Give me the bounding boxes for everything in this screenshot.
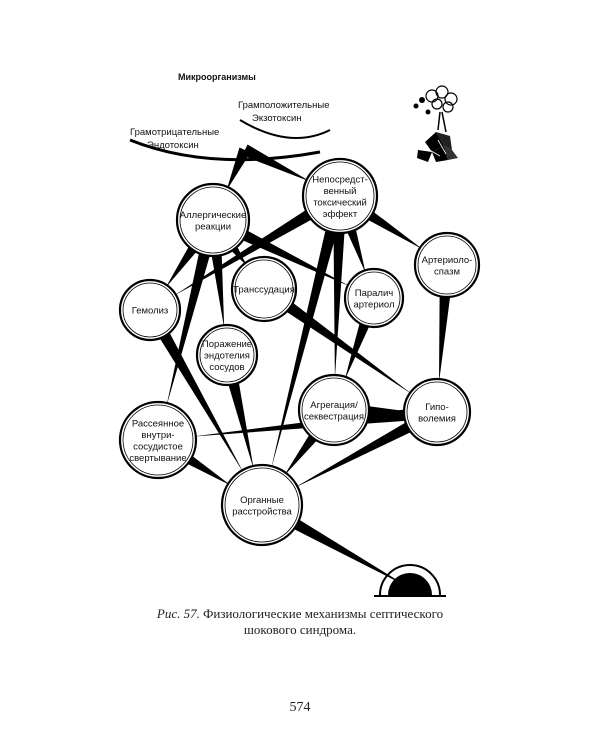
- node-organ-label-line: расстройства: [232, 506, 292, 517]
- edge-source-to-direct: [242, 144, 310, 182]
- edge-paralysis-to-aggregation: [344, 312, 374, 381]
- node-paralysis-label-line: Паралич: [355, 288, 394, 299]
- microorganisms-arc: [129, 138, 321, 162]
- node-hemolysis-label-line: Гемолиз: [132, 306, 169, 317]
- node-paralysis-label-line: артериол: [353, 299, 394, 310]
- node-allergic-inner-ring: [179, 186, 247, 254]
- node-transudation-circle: [230, 255, 298, 323]
- microorganisms-arc-right: [239, 119, 331, 139]
- gram-negative-label-line1: Грамотрицательные: [130, 127, 219, 138]
- node-transudation-inner-ring: [234, 259, 294, 319]
- node-direct-label-line: венный: [324, 186, 357, 197]
- node-paralysis-circle: [343, 267, 405, 329]
- page-number: 574: [289, 700, 311, 715]
- node-direct-label-line: токсический: [313, 197, 367, 208]
- node-endothelium-label-line: эндотелия: [204, 351, 250, 362]
- edge-endothelium-to-organ: [225, 371, 254, 470]
- node-hemolysis-circle: [118, 278, 182, 342]
- edge-direct-to-organ: [270, 216, 341, 471]
- node-endothelium-inner-ring: [199, 327, 255, 383]
- edge-organ-to-outcome: [280, 511, 410, 588]
- node-aggregation-label-line: Агрегация/: [310, 400, 358, 411]
- node-paralysis-inner-ring: [347, 271, 401, 325]
- gram-negative-label-line2: Эндотоксин: [147, 140, 199, 151]
- edge-arteriolospasm-to-hypovolemia: [439, 283, 452, 383]
- node-hypovolemia-inner-ring: [406, 381, 468, 443]
- node-organ-circle: [220, 463, 304, 547]
- edge-transudation-to-hypovolemia: [276, 295, 413, 395]
- edge-hypovolemia-to-organ: [293, 416, 423, 489]
- crystal-cluster-icon: [417, 132, 458, 162]
- node-dic-label-line: Рассеянное: [132, 418, 184, 429]
- node-aggregation: Агрегация/секвестрация: [297, 373, 371, 447]
- edge-direct-to-aggregation: [333, 218, 346, 379]
- node-endothelium-circle: [195, 323, 259, 387]
- outcome-dome-icon: [374, 564, 446, 597]
- node-aggregation-inner-ring: [301, 377, 367, 443]
- node-hypovolemia: Гипо-волемия: [402, 377, 472, 447]
- node-dic-circle: [118, 400, 198, 480]
- bacteria-cluster-icon: [413, 85, 458, 133]
- node-dic-label-line: свертывание: [129, 453, 186, 464]
- gram-positive-label-line1: Грамположительные: [238, 100, 329, 111]
- node-organ-inner-ring: [224, 467, 300, 543]
- node-endothelium-label-line: Поражение: [202, 339, 252, 350]
- node-arteriolospasm: Артериоло-спазм: [413, 231, 481, 299]
- figure-caption: Рис. 57. Физиологические механизмы септи…: [60, 606, 540, 638]
- edges-layer: [153, 144, 452, 588]
- caption-line1: Физиологические механизмы септического: [203, 606, 444, 621]
- node-aggregation-label-line: секвестрация: [304, 411, 364, 422]
- node-hypovolemia-label-line: Гипо-: [425, 402, 449, 413]
- node-aggregation-circle: [297, 373, 371, 447]
- figure-label: Рис. 57.: [156, 606, 200, 621]
- node-transudation-label-line: Транссудация: [233, 285, 295, 296]
- node-dic-inner-ring: [122, 404, 194, 476]
- node-direct-label-line: Непосредст-: [312, 174, 368, 185]
- node-hemolysis-inner-ring: [122, 282, 178, 338]
- node-allergic-label-line: Аллергические: [180, 210, 247, 221]
- node-endothelium-label-line: сосудов: [209, 362, 244, 373]
- node-dic-label-line: внутри-: [141, 430, 174, 441]
- node-arteriolospasm-label-line: спазм: [434, 266, 460, 277]
- node-arteriolospasm-circle: [413, 231, 481, 299]
- edge-hemolysis-to-organ: [153, 322, 245, 474]
- decor-layer: [374, 85, 458, 597]
- node-direct-inner-ring: [305, 161, 375, 231]
- edge-allergic-to-endothelium: [209, 240, 225, 329]
- node-organ-label-line: Органные: [240, 495, 284, 506]
- node-dic-label-line: сосудистое: [133, 441, 183, 452]
- edge-direct-to-hemolysis: [173, 202, 325, 297]
- node-hypovolemia-label-line: волемия: [418, 413, 456, 424]
- node-direct-circle: [301, 157, 379, 235]
- gram-positive-label-line2: Экзотоксин: [252, 113, 302, 124]
- diagram-title: Микроорганизмы: [178, 72, 256, 82]
- node-allergic-label-line: реакции: [195, 221, 231, 232]
- caption-line2: шокового синдрома.: [243, 622, 357, 637]
- node-direct-label-line: эффект: [323, 209, 358, 220]
- nodes-layer: Непосредст-венныйтоксическийэффектАллерг…: [118, 157, 481, 547]
- node-arteriolospasm-label-line: Артериоло-: [422, 255, 473, 266]
- node-hypovolemia-circle: [402, 377, 472, 447]
- source-group: Микроорганизмы Грамположительные Экзоток…: [129, 72, 331, 162]
- node-hemolysis: Гемолиз: [118, 278, 182, 342]
- node-transudation: Транссудация: [230, 255, 298, 323]
- node-allergic-circle: [175, 182, 251, 258]
- node-arteriolospasm-inner-ring: [417, 235, 477, 295]
